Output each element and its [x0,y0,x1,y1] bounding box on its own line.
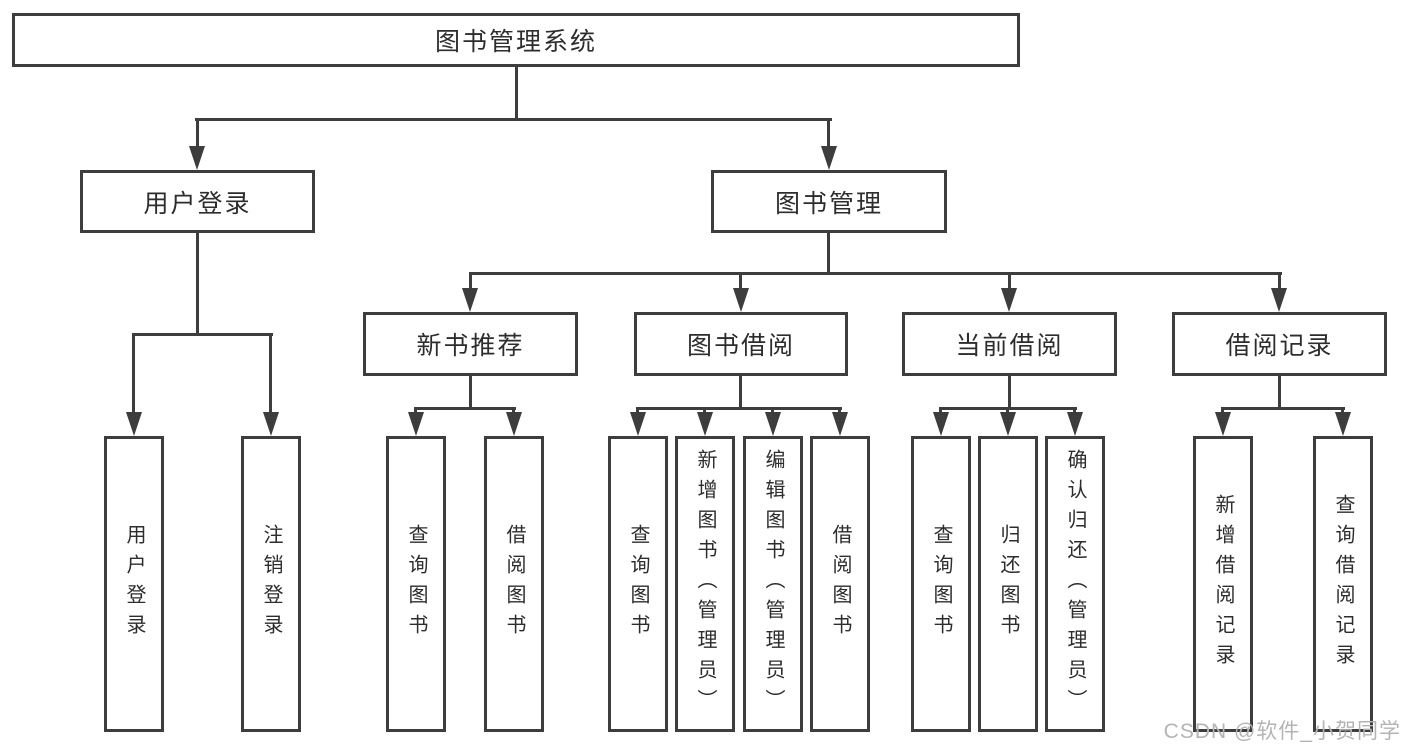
connector-drop [469,275,472,289]
connector-drop [269,336,272,412]
arrow-down-icon [263,412,279,436]
leaf-query-books-current: 查询图书 [911,436,971,732]
connector-user-login-hline [132,333,273,336]
leaf-query-borrow-record: 查询借阅记录 [1313,436,1373,732]
arrow-down-icon [408,412,424,436]
node-borrow-records-label: 借阅记录 [1225,332,1334,360]
node-root-label: 图书管理系统 [434,28,597,56]
leaf-label: 新增图书（管理员） [694,449,716,719]
connector-hline [636,407,842,410]
arrow-down-icon [821,146,837,170]
connector-drop [1008,275,1011,289]
leaf-add-borrow-record: 新增借阅记录 [1193,436,1253,732]
leaf-return-books: 归还图书 [978,436,1038,732]
arrow-down-icon [462,288,478,312]
leaf-edit-books-admin: 编辑图书（管理员） [743,436,803,732]
arrow-down-icon [933,412,949,436]
csdn-watermark: CSDN @软件_小贺同学 [1163,720,1401,743]
leaf-label: 查询图书 [627,524,649,644]
arrow-down-icon [1001,288,1017,312]
connector-drop [132,336,135,412]
connector-drop [1278,275,1281,289]
leaf-label: 查询图书 [405,524,427,644]
node-new-book-recommend-label: 新书推荐 [416,332,525,360]
leaf-confirm-return-admin: 确认归还（管理员） [1045,436,1105,732]
leaf-label: 用户登录 [123,524,145,644]
leaf-logout: 注销登录 [241,436,301,732]
connector-stem [469,376,472,407]
connector-book-mgmt-stem [827,233,830,272]
connector-drop [196,121,199,148]
arrow-down-icon [733,288,749,312]
leaf-user-login: 用户登录 [104,436,164,732]
arrow-down-icon [189,146,205,170]
connector-hline [939,407,1077,410]
leaf-label: 新增借阅记录 [1212,494,1234,674]
node-root: 图书管理系统 [12,13,1020,67]
node-new-book-recommend: 新书推荐 [363,312,578,376]
node-book-borrow: 图书借阅 [634,312,848,376]
arrow-down-icon [832,412,848,436]
leaf-label: 归还图书 [997,524,1019,644]
connector-stem [1008,376,1011,407]
connector-stem [739,376,742,407]
connector-hline [414,407,516,410]
connector-book-mgmt-hline [469,272,1282,275]
leaf-label: 借阅图书 [829,524,851,644]
connector-user-login-stem [196,233,199,333]
arrow-down-icon [1271,288,1287,312]
arrow-down-icon [126,412,142,436]
leaf-label: 确认归还（管理员） [1064,449,1086,719]
leaf-label: 借阅图书 [503,524,525,644]
arrow-down-icon [1067,412,1083,436]
node-current-borrow: 当前借阅 [902,312,1117,376]
connector-stem [1278,376,1281,407]
arrow-down-icon [697,412,713,436]
node-user-login: 用户登录 [80,170,315,233]
arrow-down-icon [1215,412,1231,436]
connector-drop [827,121,830,148]
connector-drop [739,275,742,289]
connector-root-stem [515,67,518,118]
node-current-borrow-label: 当前借阅 [955,332,1064,360]
node-user-login-label: 用户登录 [143,189,252,218]
leaf-borrow-books-recommend: 借阅图书 [484,436,544,732]
leaf-label: 查询借阅记录 [1332,494,1354,674]
leaf-query-books-recommend: 查询图书 [386,436,446,732]
node-book-borrow-label: 图书借阅 [686,332,795,360]
arrow-down-icon [1335,412,1351,436]
leaf-label: 编辑图书（管理员） [762,449,784,719]
arrow-down-icon [765,412,781,436]
node-borrow-records: 借阅记录 [1172,312,1387,376]
arrow-down-icon [1000,412,1016,436]
leaf-label: 查询图书 [930,524,952,644]
leaf-label: 注销登录 [260,524,282,644]
node-book-management-label: 图书管理 [774,189,883,218]
connector-hline [1221,407,1345,410]
leaf-query-books-borrow: 查询图书 [608,436,668,732]
connector-root-hline [195,118,832,121]
node-book-management: 图书管理 [711,170,947,233]
arrow-down-icon [506,412,522,436]
leaf-borrow-books: 借阅图书 [810,436,870,732]
leaf-add-books-admin: 新增图书（管理员） [675,436,735,732]
arrow-down-icon [630,412,646,436]
